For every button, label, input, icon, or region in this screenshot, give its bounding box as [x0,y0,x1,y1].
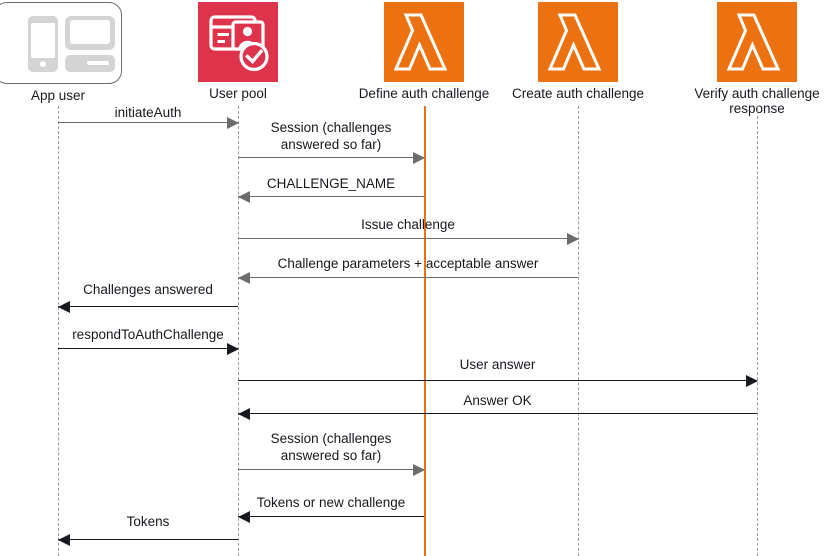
message-line-challenges-answered [58,306,238,307]
lifeline-verify-auth-challenge-response [757,106,758,556]
message-arrowhead-challenges-answered [58,300,70,313]
message-line-challenge-name [238,196,424,197]
participant-label-user-pool: User pool [209,86,267,101]
message-line-answer-ok [238,413,757,414]
message-arrowhead-issue-challenge [567,232,579,245]
message-arrowhead-challenge-name [238,190,250,203]
aws-lambda-icon [384,2,464,82]
participant-app-user[interactable]: App user [0,2,168,103]
participant-icon-verify-auth-challenge-response [647,2,837,82]
participant-icon-user-pool [128,2,348,82]
message-label-challenge-parameters: Challenge parameters + acceptable answer [277,256,539,271]
lifeline-app-user [58,106,59,556]
participant-icon-create-auth-challenge [468,2,688,82]
message-arrowhead-session-challenges-answered-1 [413,151,425,164]
message-line-respond-to-auth-challenge [58,348,238,349]
phone-icon [28,16,58,72]
message-label-session-challenges-answered-1: Session (challenges answered so far) [270,120,392,152]
aws-lambda-icon [717,2,797,82]
participant-label-create-auth-challenge: Create auth challenge [511,86,645,101]
message-label-user-answer: User answer [459,357,536,372]
participant-icon-define-auth-challenge [314,2,534,82]
lifeline-define-auth-challenge [424,106,426,556]
message-label-issue-challenge: Issue challenge [361,217,455,232]
phone-screen [31,23,55,58]
devices-icon [0,2,122,84]
message-arrowhead-respond-to-auth-challenge [227,342,239,355]
lifeline-user-pool [238,106,239,556]
participant-label-define-auth-challenge: Define auth challenge [358,86,490,101]
participant-label-app-user: App user [30,88,86,103]
message-label-tokens-or-new-challenge: Tokens or new challenge [256,495,406,510]
message-line-issue-challenge [238,238,578,239]
message-arrowhead-tokens [58,533,70,546]
message-arrowhead-answer-ok [238,407,250,420]
message-line-tokens-or-new-challenge [238,516,424,517]
participant-verify-auth-challenge-response[interactable]: Verify auth challenge response [647,2,837,116]
message-label-respond-to-auth-challenge: respondToAuthChallenge [72,327,224,342]
monitor-screen [70,20,110,44]
participant-create-auth-challenge[interactable]: Create auth challenge [468,2,688,101]
message-line-initiate-auth [58,122,238,123]
message-arrowhead-session-challenges-answered-2 [413,463,425,476]
message-label-session-challenges-answered-2: Session (challenges answered so far) [270,431,392,463]
message-label-answer-ok: Answer OK [463,393,532,408]
message-line-challenge-parameters [238,277,578,278]
message-arrowhead-initiate-auth [227,116,239,129]
message-arrowhead-challenge-parameters [238,271,250,284]
participant-icon-app-user [0,2,168,84]
participant-define-auth-challenge[interactable]: Define auth challenge [314,2,534,101]
message-line-user-answer [238,380,757,381]
participant-user-pool[interactable]: User pool [128,2,348,101]
message-line-session-challenges-answered-1 [238,157,424,158]
message-label-challenge-name: CHALLENGE_NAME [266,176,396,191]
message-arrowhead-user-answer [746,374,758,387]
user-pool-icon [198,2,278,82]
computer-base-icon [65,55,115,72]
message-line-session-challenges-answered-2 [238,469,424,470]
message-label-initiate-auth: initiateAuth [114,105,182,120]
message-arrowhead-tokens-or-new-challenge [238,510,250,523]
monitor-icon [65,16,115,50]
aws-lambda-icon [538,2,618,82]
lifeline-create-auth-challenge [578,106,579,556]
message-label-challenges-answered: Challenges answered [83,282,213,297]
participant-label-verify-auth-challenge-response: Verify auth challenge response [694,86,820,116]
phone-home-button [40,61,46,67]
message-line-tokens [58,539,238,540]
computer-base-slot [87,61,109,65]
message-label-tokens: Tokens [126,514,170,529]
